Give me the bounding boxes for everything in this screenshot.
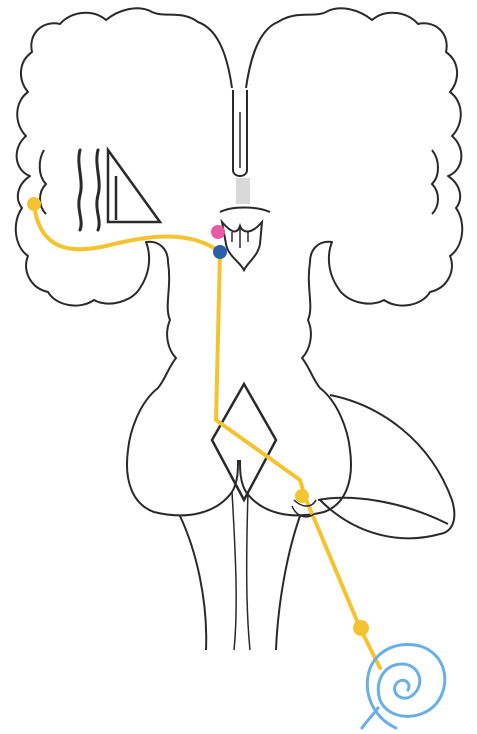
brainstem-inner-left (232, 492, 236, 650)
right-hemisphere-outline (240, 8, 462, 515)
brainstem-right (276, 516, 300, 650)
brainstem-inner-right (247, 492, 250, 650)
thalamus-outline (220, 208, 270, 271)
brainstem-left (180, 516, 206, 650)
right-inner-bump (432, 150, 438, 214)
pink-nucleus (211, 225, 225, 239)
left-hemisphere-outline (16, 8, 238, 515)
pathway-node-bottom (353, 620, 369, 636)
cerebellum-inner (318, 498, 448, 524)
triangle-icon (108, 150, 160, 222)
thalamus-inner (232, 226, 248, 248)
pathway-node-left (27, 197, 41, 211)
pathway-line (34, 205, 380, 668)
blue-nucleus (213, 245, 227, 259)
ventricle-gray (236, 178, 250, 204)
pathway-node-lower (295, 489, 309, 503)
wavy-lines-icon (79, 150, 99, 230)
